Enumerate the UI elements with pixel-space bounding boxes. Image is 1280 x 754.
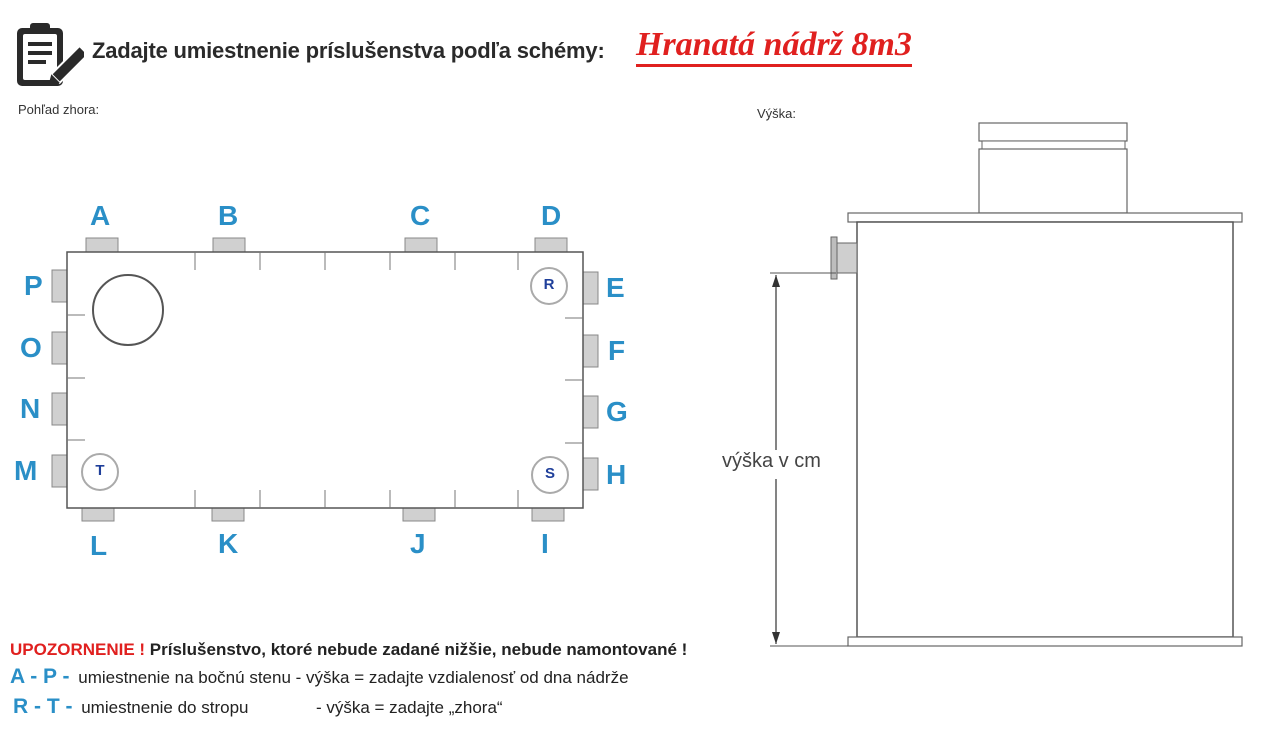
warning-text: Príslušenstvo, ktoré nebude zadané nižši… xyxy=(149,640,688,659)
position-s-circle xyxy=(531,456,569,494)
dome-neck xyxy=(981,140,1126,150)
note-row-side: A - P - umiestnenie na bočnú stenu - výš… xyxy=(10,665,629,689)
label-e: E xyxy=(606,272,625,303)
label-f: F xyxy=(608,335,626,366)
height-view-diagram xyxy=(760,122,1243,647)
port-c xyxy=(404,237,438,254)
port-p xyxy=(51,269,68,303)
position-t-circle xyxy=(81,453,119,491)
label-t: T xyxy=(95,462,105,479)
label-o: O xyxy=(20,332,42,363)
port-g xyxy=(582,395,599,429)
port-n xyxy=(51,392,68,426)
label-g: G xyxy=(606,396,628,427)
note-code-side: A - P - xyxy=(10,665,70,688)
port-d xyxy=(534,237,568,254)
port-m xyxy=(51,454,68,488)
note-desc-side: umiestnenie na bočnú stenu xyxy=(78,668,291,687)
page-title: Zadajte umiestnenie príslušenstva podľa … xyxy=(92,38,605,63)
label-m: M xyxy=(14,455,38,486)
dome-body xyxy=(978,148,1128,214)
label-l: L xyxy=(90,530,108,561)
height-view-label: Výška: xyxy=(757,106,797,121)
port-e xyxy=(582,271,599,305)
dome-cap xyxy=(978,122,1128,142)
side-pipe-flange xyxy=(830,236,838,280)
port-a xyxy=(85,237,119,254)
label-j: J xyxy=(410,528,426,559)
note-code-top: R - T - xyxy=(13,695,73,718)
label-h: H xyxy=(606,459,627,490)
top-view-label: Pohľad zhora: xyxy=(18,102,100,117)
label-k: K xyxy=(218,528,239,559)
side-pipe xyxy=(835,242,858,274)
height-dimension-label: výška v cm xyxy=(720,450,823,473)
label-b: B xyxy=(218,200,239,231)
label-n: N xyxy=(20,393,41,424)
tank-body xyxy=(856,221,1234,638)
manhole-circle xyxy=(92,274,164,346)
label-p: P xyxy=(24,270,43,301)
label-c: C xyxy=(410,200,431,231)
position-r-circle xyxy=(530,267,568,305)
tank-name: Hranatá nádrž 8m3 xyxy=(636,26,912,67)
clipboard-pencil-icon xyxy=(17,23,84,86)
port-o xyxy=(51,331,68,365)
label-i: I xyxy=(541,528,549,559)
note-height-side: - výška = zadajte vzdialenosť od dna nád… xyxy=(295,668,629,687)
port-b xyxy=(212,237,246,254)
label-r: R xyxy=(543,276,555,293)
top-view-diagram xyxy=(51,237,599,522)
note-desc-top: umiestnenie do stropu xyxy=(81,698,249,717)
port-f xyxy=(582,334,599,368)
top-flange xyxy=(847,212,1243,223)
label-a: A xyxy=(90,200,111,231)
note-row-top: R - T - umiestnenie do stropu - výška = … xyxy=(13,695,503,719)
port-h xyxy=(582,457,599,491)
tank-top-outline xyxy=(66,251,584,509)
warning-line: UPOZORNENIE ! Príslušenstvo, ktoré nebud… xyxy=(10,640,687,660)
bottom-flange xyxy=(847,636,1243,647)
note-height-top: - výška = zadajte „zhora“ xyxy=(315,698,503,717)
label-s: S xyxy=(544,465,555,482)
label-d: D xyxy=(541,200,562,231)
warning-label: UPOZORNENIE ! xyxy=(10,640,146,659)
